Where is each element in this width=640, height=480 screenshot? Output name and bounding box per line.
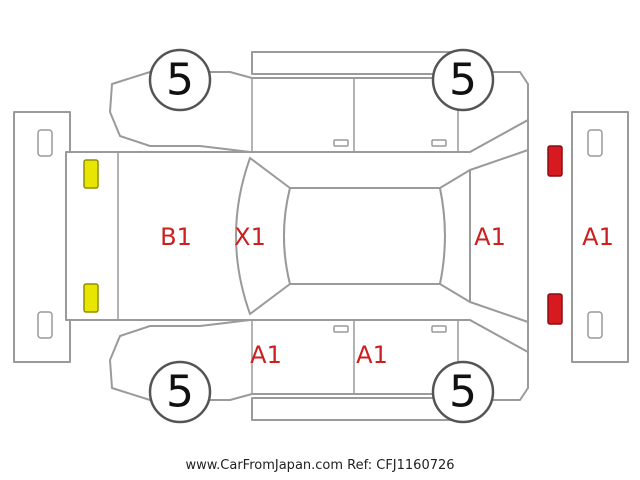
bottom-roof-strip	[251, 397, 459, 421]
tire-grade: 5	[449, 367, 477, 418]
left-headlamp-icon	[83, 159, 99, 189]
top-roof-strip	[251, 51, 459, 75]
watermark-text: www.CarFromJapan.com Ref: CFJ1160726	[185, 458, 455, 473]
damage-mark-rear-door: A1	[356, 341, 388, 369]
damage-mark-rear-bumper: A1	[582, 223, 614, 251]
car-top-view	[65, 119, 529, 353]
left-side-panel	[109, 71, 529, 153]
tire-grade: 5	[166, 367, 194, 418]
front-bumper	[13, 111, 71, 363]
damage-mark-windshield: X1	[234, 223, 266, 251]
tailgate	[469, 149, 529, 323]
right-headlamp-icon	[83, 283, 99, 313]
damage-mark-hood: B1	[160, 223, 192, 251]
right-taillamp-icon	[547, 293, 563, 325]
rear-bumper	[571, 111, 629, 363]
tire-front-right: 5	[148, 360, 212, 424]
damage-mark-front-door: A1	[250, 341, 282, 369]
tire-grade: 5	[449, 55, 477, 106]
rear-window	[439, 169, 471, 303]
tire-rear-right: 5	[431, 360, 495, 424]
left-taillamp-icon	[547, 145, 563, 177]
tire-front-left: 5	[148, 48, 212, 112]
tire-rear-left: 5	[431, 48, 495, 112]
tire-grade: 5	[166, 55, 194, 106]
roof	[283, 187, 446, 285]
damage-mark-rear-window: A1	[474, 223, 506, 251]
